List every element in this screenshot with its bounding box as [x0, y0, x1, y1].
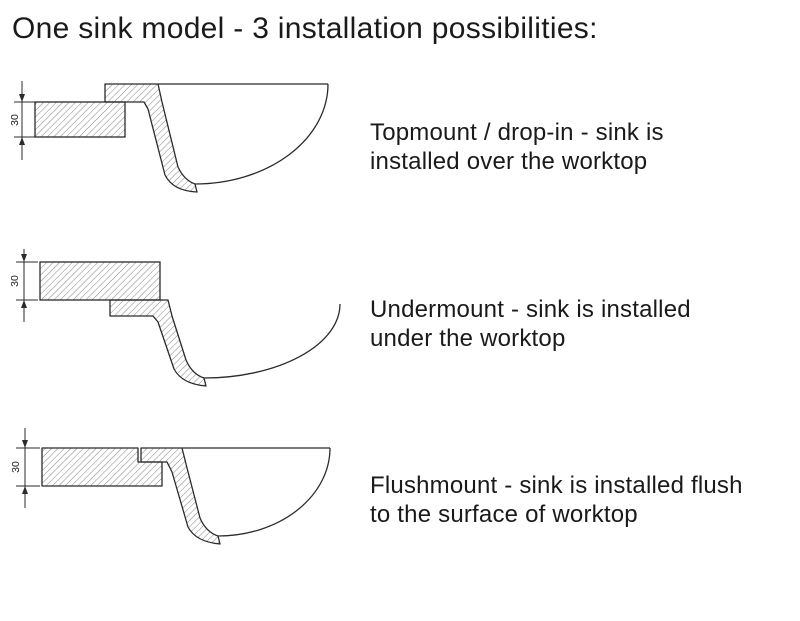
dimension-arrow-top	[22, 440, 28, 448]
worktop-section	[34, 101, 126, 138]
installation-row-topmount: 30 Topmount / drop-in - sink is installe…	[10, 72, 794, 222]
dimension-arrow-bottom	[21, 300, 27, 308]
undermount-section-drawing: 30	[10, 249, 341, 387]
sink-wall-section	[104, 83, 198, 193]
sink-wall-section	[109, 299, 207, 387]
installation-description-undermount: Undermount - sink is installed under the…	[370, 295, 691, 352]
topmount-section-drawing: 30	[10, 81, 329, 193]
dimension-arrow-top	[19, 94, 25, 102]
installation-row-undermount: 30 Undermount - sink is installed under …	[10, 248, 794, 400]
sink-wall-section	[140, 447, 221, 545]
bowl-interior-arc	[217, 447, 331, 537]
bowl-interior-arc	[203, 303, 341, 379]
bowl-interior-arc	[194, 83, 329, 185]
dimension-label: 30	[10, 114, 21, 126]
dimension-label: 30	[10, 275, 21, 287]
dimension-label: 30	[10, 461, 22, 473]
installation-description-flushmount: Flushmount - sink is installed flush to …	[370, 471, 743, 528]
installation-row-flushmount: 30 Flushmount - sink is installed flush …	[10, 426, 794, 574]
page-title: One sink model - 3 installation possibil…	[12, 12, 598, 45]
installation-description-topmount: Topmount / drop-in - sink is installed o…	[370, 118, 664, 175]
dimension-arrow-bottom	[22, 486, 28, 494]
dimension-arrow-top	[21, 254, 27, 262]
dimension-arrow-bottom	[19, 137, 25, 145]
worktop-section	[39, 261, 161, 301]
flushmount-section-drawing: 30	[10, 428, 331, 545]
